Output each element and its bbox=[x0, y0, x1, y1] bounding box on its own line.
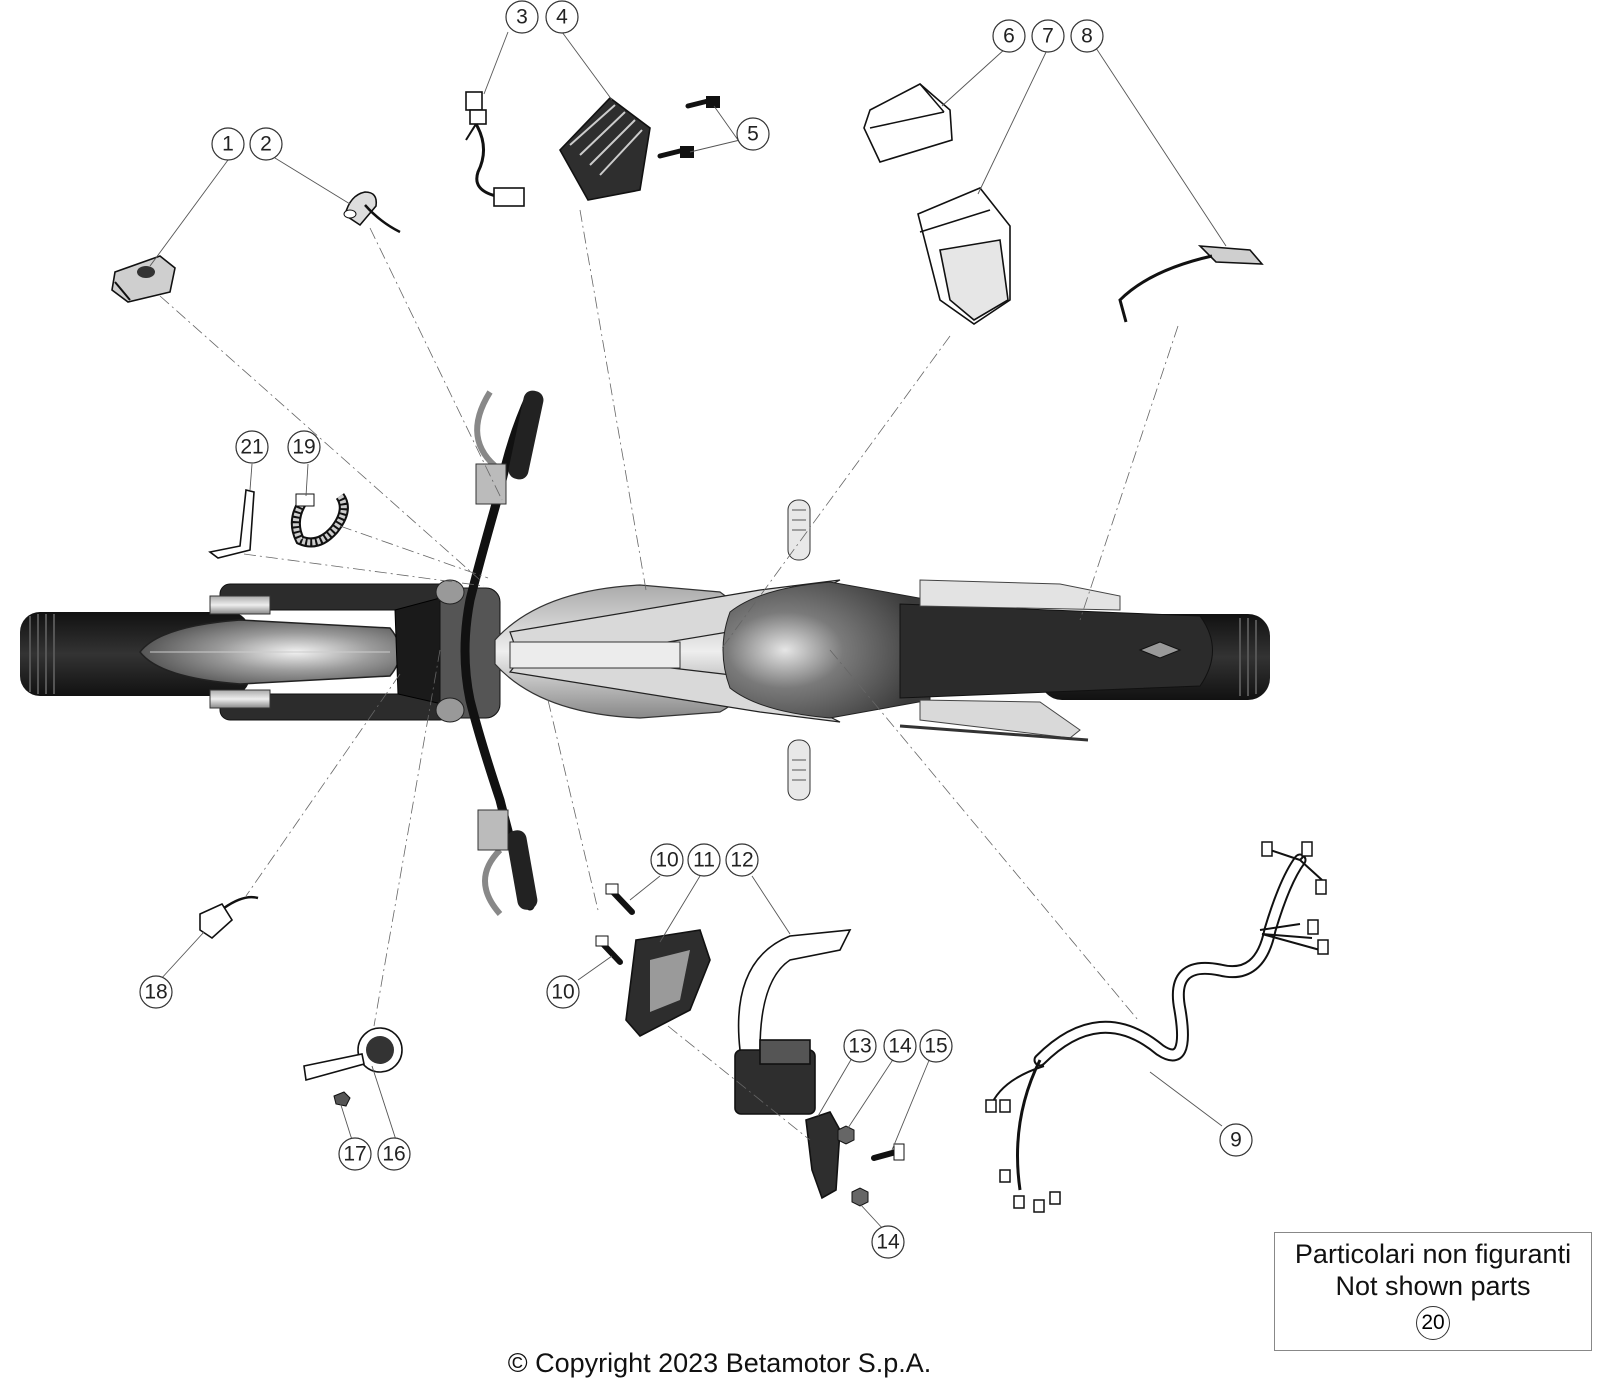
svg-text:17: 17 bbox=[343, 1143, 366, 1166]
svg-text:2: 2 bbox=[260, 133, 272, 156]
callout-12: 12 bbox=[725, 843, 759, 877]
part-regulator-4 bbox=[559, 96, 651, 201]
callout-3: 3 bbox=[505, 0, 539, 34]
svg-text:8: 8 bbox=[1081, 25, 1093, 48]
svg-text:3: 3 bbox=[516, 6, 528, 29]
svg-text:10: 10 bbox=[551, 981, 574, 1004]
callout-15: 15 bbox=[919, 1029, 953, 1063]
right-grip bbox=[506, 830, 538, 910]
motorcycle-top-view bbox=[20, 390, 1270, 916]
callout-6: 6 bbox=[992, 19, 1026, 53]
svg-text:21: 21 bbox=[240, 436, 263, 459]
not-shown-label-en: Not shown parts bbox=[1335, 1271, 1531, 1301]
callout-11: 11 bbox=[687, 843, 721, 877]
reference-lines bbox=[159, 209, 1179, 1141]
callout-9: 9 bbox=[1219, 1123, 1253, 1157]
part-bolt-17 bbox=[333, 1091, 351, 1107]
part-support-13 bbox=[805, 1111, 841, 1200]
callout-17: 17 bbox=[338, 1137, 372, 1171]
part-harness-9 bbox=[985, 841, 1329, 1213]
callout-13: 13 bbox=[843, 1029, 877, 1063]
part-nut-14b bbox=[851, 1187, 869, 1207]
callout-8: 8 bbox=[1070, 19, 1104, 53]
part-bracket-11 bbox=[625, 929, 711, 1037]
svg-text:19: 19 bbox=[292, 436, 315, 459]
part-connector-3 bbox=[465, 91, 525, 207]
callout-5: 5 bbox=[736, 117, 770, 151]
leader-lines bbox=[149, 31, 1227, 1231]
svg-text:14: 14 bbox=[888, 1035, 912, 1058]
callout-2: 2 bbox=[249, 127, 283, 161]
part-switch-1 bbox=[111, 255, 176, 303]
part-nut-14a bbox=[837, 1125, 855, 1145]
callout-10a: 10 bbox=[650, 843, 684, 877]
clutch-lever bbox=[474, 390, 502, 473]
not-shown-label-it: Particolari non figuranti bbox=[1294, 1239, 1572, 1269]
svg-text:14: 14 bbox=[876, 1231, 900, 1254]
part-strap-21 bbox=[208, 489, 255, 559]
part-clamp-19 bbox=[290, 493, 349, 548]
left-grip bbox=[508, 390, 544, 480]
copyright-notice: © Copyright 2023 Betamotor S.p.A. bbox=[507, 1348, 932, 1378]
part-switch-18 bbox=[199, 895, 259, 940]
svg-text:10: 10 bbox=[655, 849, 678, 872]
callout-14a: 14 bbox=[883, 1029, 917, 1063]
svg-text:11: 11 bbox=[693, 849, 715, 872]
rear-fender bbox=[899, 603, 1213, 699]
callout-1: 1 bbox=[211, 127, 245, 161]
footpeg-bottom bbox=[787, 739, 811, 801]
svg-text:6: 6 bbox=[1003, 25, 1015, 48]
part-bolts-10 bbox=[595, 883, 635, 965]
svg-text:4: 4 bbox=[556, 6, 568, 29]
svg-text:7: 7 bbox=[1042, 25, 1054, 48]
callout-20: 20 bbox=[1416, 1306, 1450, 1340]
svg-text:13: 13 bbox=[848, 1035, 871, 1058]
callout-14b: 14 bbox=[871, 1225, 905, 1259]
callout-10b: 10 bbox=[546, 975, 580, 1009]
not-shown-parts-box: Particolari non figuranti Not shown part… bbox=[1274, 1232, 1592, 1351]
footpeg-top bbox=[787, 499, 811, 561]
part-cdi-7 bbox=[917, 187, 1011, 325]
callout-19: 19 bbox=[287, 430, 321, 464]
svg-text:16: 16 bbox=[382, 1143, 405, 1166]
svg-text:9: 9 bbox=[1230, 1129, 1242, 1152]
svg-text:12: 12 bbox=[730, 849, 753, 872]
part-screw-15 bbox=[871, 1143, 905, 1161]
svg-text:5: 5 bbox=[747, 123, 759, 146]
callout-4: 4 bbox=[545, 0, 579, 34]
callout-18: 18 bbox=[139, 975, 173, 1009]
part-cover-6 bbox=[863, 83, 953, 163]
part-coil-12 bbox=[734, 929, 852, 1115]
svg-text:15: 15 bbox=[924, 1035, 947, 1058]
brake-lever bbox=[482, 847, 503, 916]
callout-16: 16 bbox=[377, 1137, 411, 1171]
svg-text:1: 1 bbox=[222, 133, 234, 156]
part-bolts-5 bbox=[657, 96, 720, 159]
headlight-mask bbox=[394, 597, 443, 705]
part-sensor-8 bbox=[1118, 245, 1264, 323]
callout-7: 7 bbox=[1031, 19, 1065, 53]
part-horn-16 bbox=[303, 1027, 403, 1082]
part-kill-switch-2 bbox=[343, 191, 401, 234]
seat bbox=[722, 581, 931, 719]
callout-21: 21 bbox=[235, 430, 269, 464]
svg-text:18: 18 bbox=[144, 981, 167, 1004]
